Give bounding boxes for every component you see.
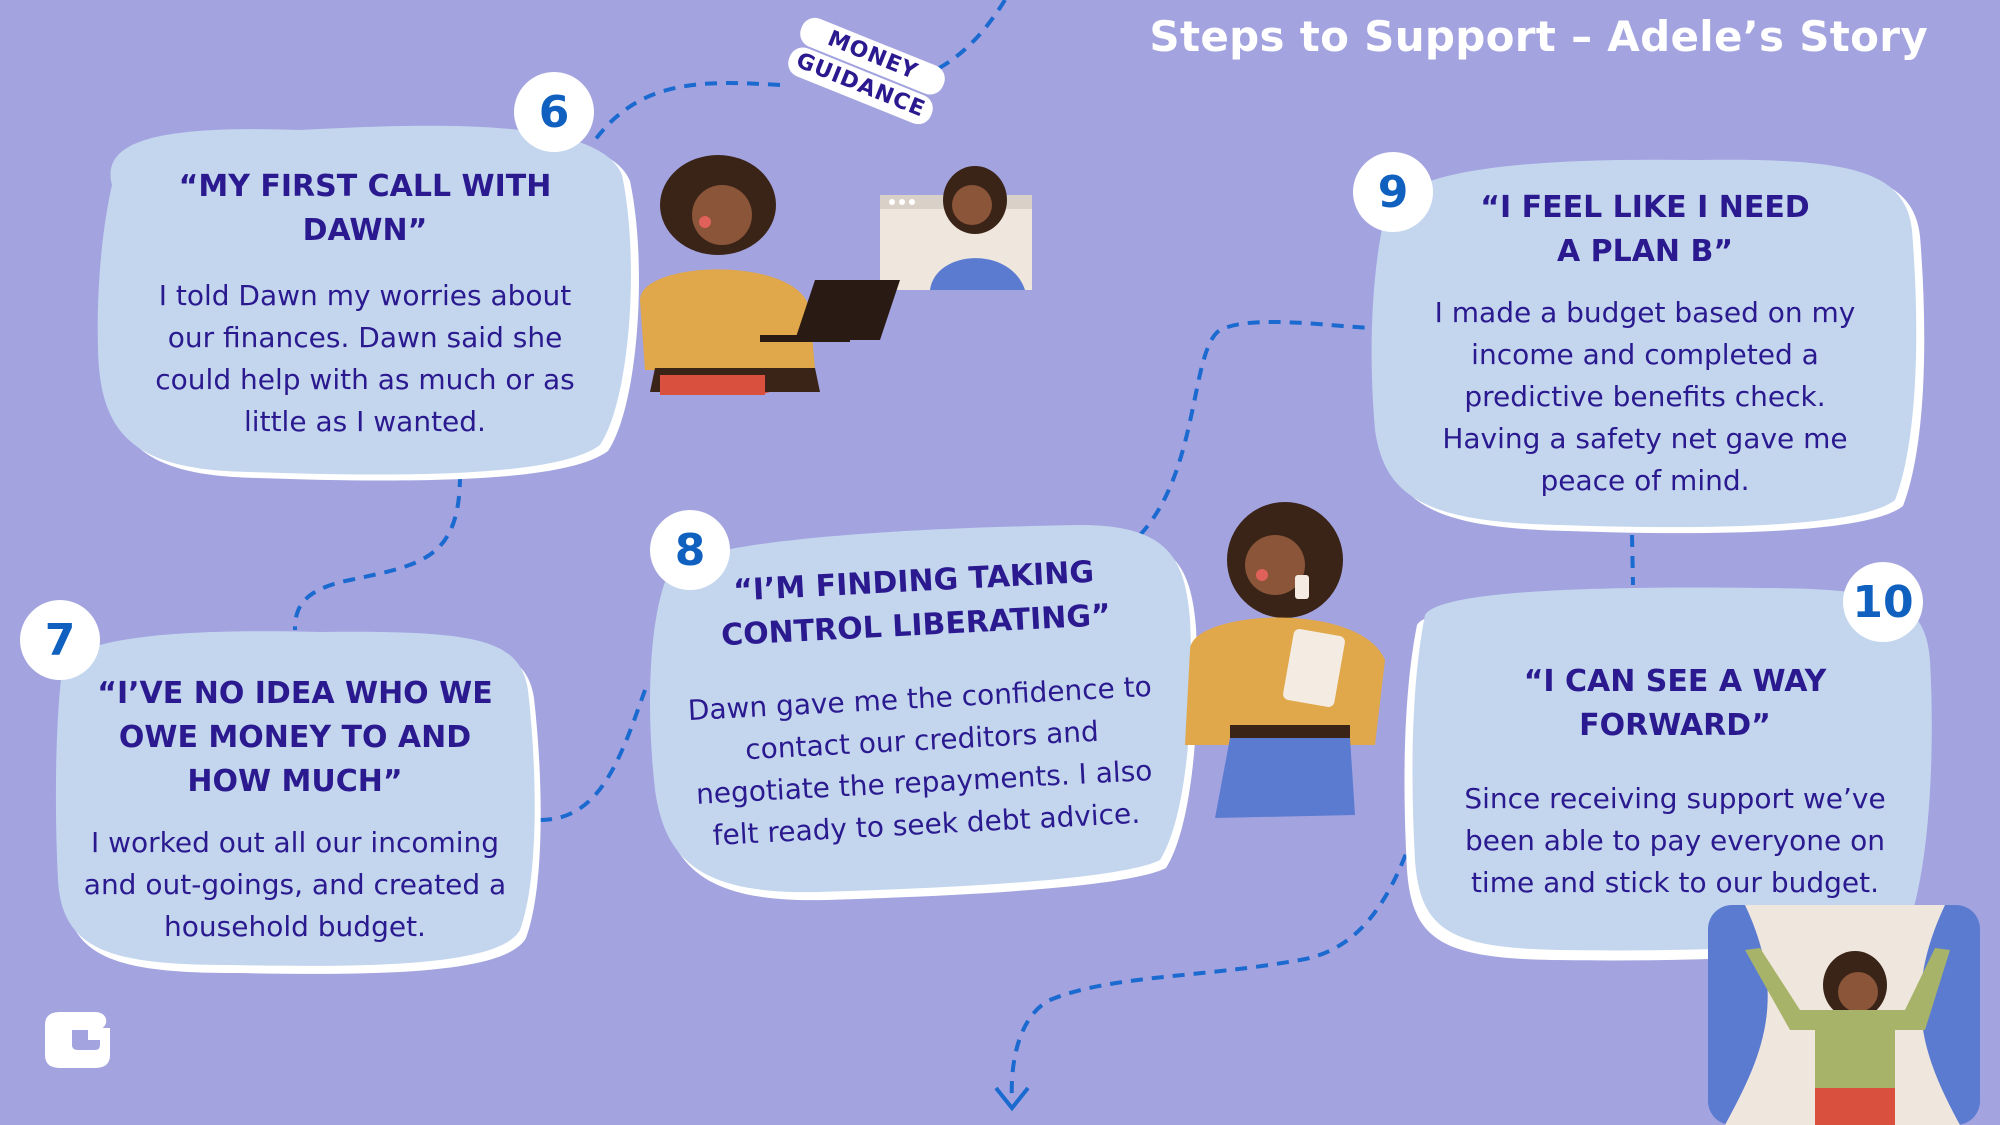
- step-9-card: “I FEEL LIKE I NEED A PLAN B” I made a b…: [1420, 186, 1870, 502]
- step-7-card: “I’VE NO IDEA WHO WE OWE MONEY TO AND HO…: [80, 672, 510, 948]
- dotted-path: [293, 0, 1635, 1112]
- step-10-card: “I CAN SEE A WAY FORWARD” Since receivin…: [1440, 660, 1910, 904]
- page-title: Steps to Support – Adele’s Story: [1149, 12, 1928, 61]
- step-6-heading: “MY FIRST CALL WITH DAWN”: [178, 169, 552, 248]
- step-7-badge: 7: [20, 600, 100, 680]
- gingerbread-logo: [45, 1012, 110, 1068]
- step-8-badge: 8: [650, 510, 730, 590]
- step-6-badge: 6: [514, 72, 594, 152]
- woman-on-phone-illustration: [1185, 502, 1385, 818]
- step-7-body: I worked out all our incoming and out-go…: [83, 826, 507, 943]
- card-10-shape: [1404, 587, 1932, 961]
- step-10-badge: 10: [1843, 562, 1923, 642]
- step-10-body: Since receiving support we’ve been able …: [1464, 782, 1886, 899]
- woman-with-laptop-illustration: [640, 155, 1032, 395]
- card-7-shape: [55, 631, 541, 974]
- step-7-heading: “I’VE NO IDEA WHO WE OWE MONEY TO AND HO…: [97, 676, 493, 799]
- step-10-heading: “I CAN SEE A WAY FORWARD”: [1523, 664, 1827, 743]
- step-6-body: I told Dawn my worries about our finance…: [155, 279, 575, 438]
- woman-celebrating-illustration: [1708, 905, 1980, 1125]
- card-8-shape: [650, 525, 1198, 901]
- step-9-badge: 9: [1353, 152, 1433, 232]
- step-6-card: “MY FIRST CALL WITH DAWN” I told Dawn my…: [115, 165, 615, 443]
- step-8-body: Dawn gave me the confidence to contact o…: [687, 669, 1154, 853]
- step-9-body: I made a budget based on my income and c…: [1434, 296, 1856, 497]
- step-8-card: “I’M FINDING TAKING CONTROL LIBERATING” …: [673, 548, 1167, 859]
- card-6-shape: [97, 125, 639, 481]
- card-9-shape: [1371, 159, 1925, 534]
- step-9-heading: “I FEEL LIKE I NEED A PLAN B”: [1480, 190, 1810, 269]
